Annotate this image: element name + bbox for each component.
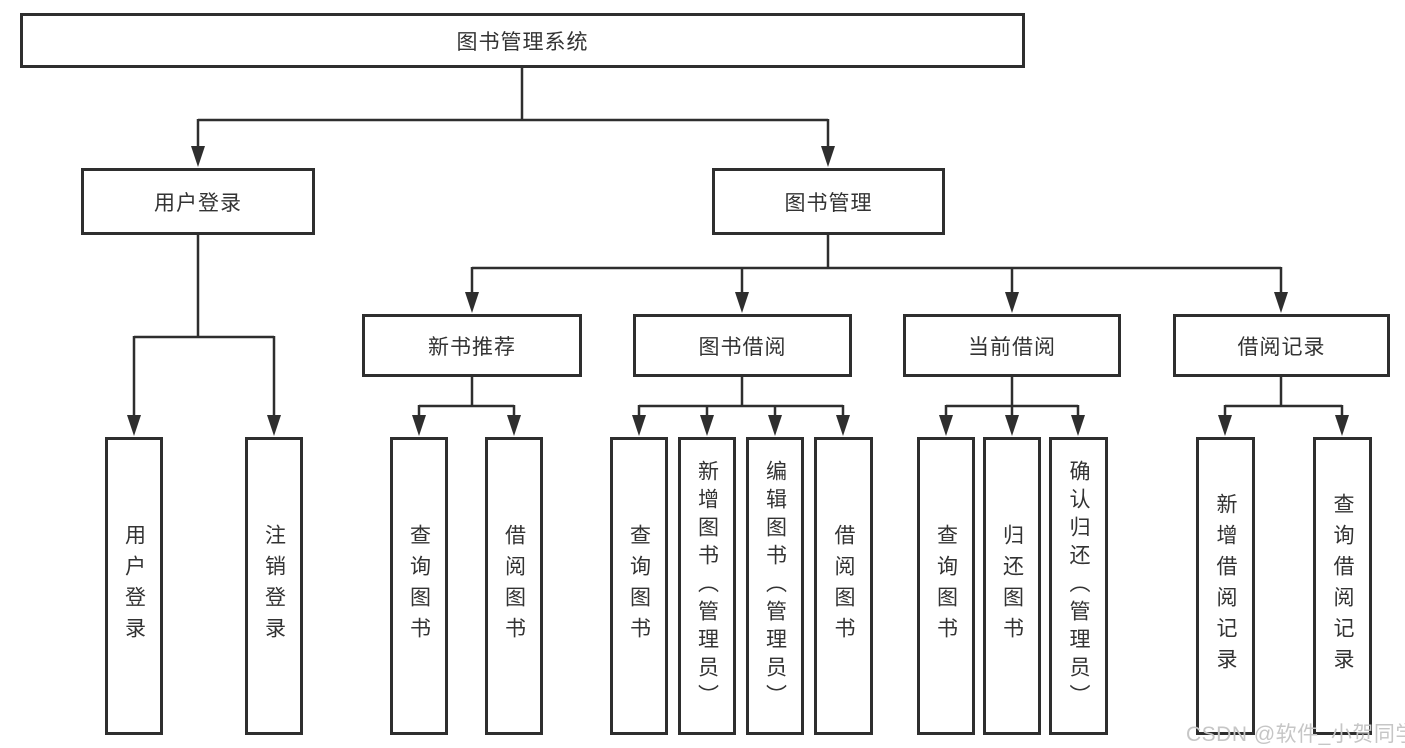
node-new-book-recommend-label: 新书推荐 [428,335,516,359]
node-borrowing-records: 借阅记录 [1173,314,1390,377]
leaf-confirm-return-admin-label: 确认归还（管理员） [1067,460,1090,712]
leaf-query-books-current-label: 查询图书 [934,524,958,648]
leaf-user-login: 用户登录 [105,437,163,735]
node-book-borrowing-label: 图书借阅 [698,335,787,359]
leaf-edit-books-admin: 编辑图书（管理员） [746,437,804,735]
node-system-root: 图书管理系统 [20,13,1025,68]
leaf-confirm-return-admin: 确认归还（管理员） [1049,437,1108,735]
leaf-return-books: 归还图书 [983,437,1041,735]
leaf-query-books-recommend: 查询图书 [390,437,448,735]
leaf-query-books-borrowing: 查询图书 [610,437,668,735]
leaf-edit-books-admin-label: 编辑图书（管理员） [763,460,787,712]
node-current-borrowing: 当前借阅 [903,314,1121,377]
node-current-borrowing-label: 当前借阅 [968,335,1056,359]
leaf-user-login-label: 用户登录 [122,524,146,648]
leaf-logout: 注销登录 [245,437,303,735]
node-book-management: 图书管理 [712,168,945,235]
node-book-borrowing: 图书借阅 [633,314,852,377]
node-borrowing-records-label: 借阅记录 [1237,335,1326,359]
leaf-borrow-books-recommend-label: 借阅图书 [502,524,526,648]
node-user-login: 用户登录 [81,168,315,235]
leaf-add-borrow-record: 新增借阅记录 [1196,437,1255,735]
leaf-logout-label: 注销登录 [262,524,286,648]
node-book-management-label: 图书管理 [784,191,873,215]
leaf-query-books-current: 查询图书 [917,437,975,735]
leaf-borrow-books-label: 借阅图书 [832,524,855,648]
leaf-borrow-books: 借阅图书 [814,437,873,735]
leaf-query-borrow-record-label: 查询借阅记录 [1331,493,1354,679]
node-user-login-label: 用户登录 [154,191,242,215]
leaf-borrow-books-recommend: 借阅图书 [485,437,543,735]
leaf-add-borrow-record-label: 新增借阅记录 [1214,493,1237,679]
leaf-add-books-admin-label: 新增图书（管理员） [695,460,719,712]
node-system-root-label: 图书管理系统 [456,30,589,54]
leaf-query-books-borrowing-label: 查询图书 [627,524,651,648]
leaf-return-books-label: 归还图书 [1000,524,1024,648]
leaf-add-books-admin: 新增图书（管理员） [678,437,736,735]
leaf-query-borrow-record: 查询借阅记录 [1313,437,1372,735]
csdn-watermark: CSDN @软件_小贺同学 [1186,723,1405,746]
leaf-query-books-recommend-label: 查询图书 [407,524,431,648]
node-new-book-recommend: 新书推荐 [362,314,582,377]
